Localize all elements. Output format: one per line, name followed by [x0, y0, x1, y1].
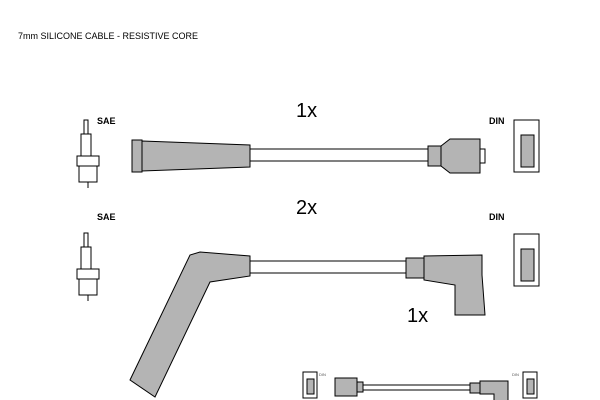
row3-right-label: DIN: [512, 372, 519, 377]
ignition-lead-1: [131, 138, 486, 174]
row3-quantity: 1x: [407, 305, 429, 327]
din-connector-icon: [522, 371, 538, 399]
row2-left-label: SAE: [97, 212, 116, 222]
diagram-title: 7mm SILICONE CABLE - RESISTIVE CORE: [18, 31, 199, 41]
ignition-lead-2: [129, 251, 486, 398]
din-connector-icon: [302, 371, 318, 399]
row1-quantity: 1x: [296, 100, 318, 122]
row1-right-label: DIN: [489, 116, 505, 126]
row2-quantity: 2x: [296, 197, 318, 219]
ignition-lead-3: [334, 377, 509, 400]
spark-plug-icon: [76, 119, 100, 188]
din-connector-icon: [513, 233, 540, 287]
row1-left-label: SAE: [97, 116, 116, 126]
din-connector-icon: [513, 119, 540, 173]
row3-left-label: DIN: [319, 372, 326, 377]
spark-plug-icon: [76, 232, 100, 301]
row2-right-label: DIN: [489, 212, 505, 222]
